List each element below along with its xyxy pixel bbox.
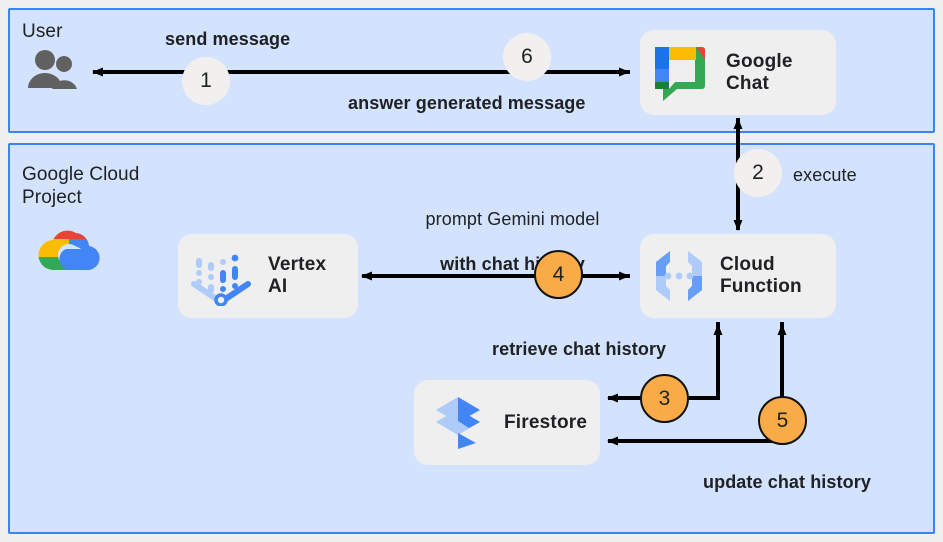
step-badge-2-number: 2: [752, 161, 764, 184]
node-google-chat-label: Google Chat: [726, 50, 793, 94]
edge-label-prompt-gemini-line1: prompt Gemini model: [425, 208, 600, 229]
users-icon: [24, 48, 80, 90]
step-badge-5[interactable]: 5: [758, 396, 807, 445]
node-google-chat[interactable]: Google Chat: [640, 30, 836, 115]
node-cloud-function-label: Cloud Function: [720, 254, 802, 297]
step-badge-1-number: 1: [200, 69, 212, 92]
edge-label-send-message: send message: [165, 29, 291, 49]
node-vertex-ai[interactable]: Vertex AI: [178, 234, 358, 318]
step-badge-2[interactable]: 2: [734, 149, 782, 197]
edge-label-update-chat-history: update chat history: [703, 472, 871, 492]
step-badge-4-number: 4: [552, 262, 565, 286]
node-cloud-function[interactable]: Cloud Function: [640, 234, 836, 318]
step-badge-5-number: 5: [776, 408, 789, 432]
panel-gcp-title: Google Cloud Project: [22, 164, 140, 209]
panel-user-title: User: [22, 21, 63, 42]
edge-label-prompt-gemini: prompt Gemini model with chat history: [410, 185, 615, 275]
step-badge-6-number: 6: [521, 45, 533, 68]
google-cloud-icon: [36, 222, 102, 274]
cloud-functions-icon: [650, 245, 708, 307]
google-chat-icon: [652, 42, 712, 104]
firestore-icon: [430, 393, 486, 453]
step-badge-6[interactable]: 6: [503, 33, 551, 81]
vertex-ai-icon: [190, 246, 252, 306]
node-vertex-ai-label: Vertex AI: [268, 254, 327, 297]
edge-label-execute: execute: [793, 165, 857, 185]
edge-label-retrieve-chat-history: retrieve chat history: [492, 339, 667, 359]
edge-label-answer-generated-message: answer generated message: [348, 93, 586, 113]
step-badge-1[interactable]: 1: [182, 57, 230, 105]
node-firestore[interactable]: Firestore: [414, 380, 600, 465]
step-badge-3-number: 3: [658, 386, 671, 410]
step-badge-3[interactable]: 3: [640, 374, 689, 423]
node-firestore-label: Firestore: [504, 411, 588, 433]
step-badge-4[interactable]: 4: [534, 250, 583, 299]
